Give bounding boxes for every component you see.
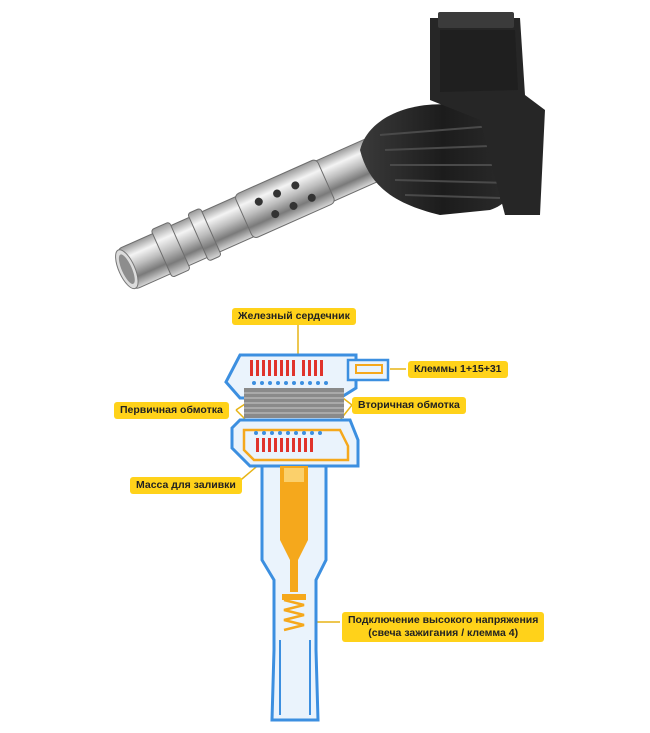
- label-secondary-winding: Вторичная обмотка: [352, 397, 466, 414]
- label-primary-winding: Первичная обмотка: [114, 402, 229, 419]
- label-terminals: Клеммы 1+15+31: [408, 361, 508, 378]
- label-iron-core: Железный сердечник: [232, 308, 356, 325]
- label-hv-connection-line1: Подключение высокого напряжения: [348, 614, 539, 626]
- ignition-coil-photo: [115, 12, 545, 290]
- label-hv-connection-line2: (свеча зажигания / клемма 4): [368, 627, 519, 639]
- label-potting-compound: Масса для заливки: [130, 477, 242, 494]
- label-hv-connection: Подключение высокого напряжения (свеча з…: [342, 612, 545, 642]
